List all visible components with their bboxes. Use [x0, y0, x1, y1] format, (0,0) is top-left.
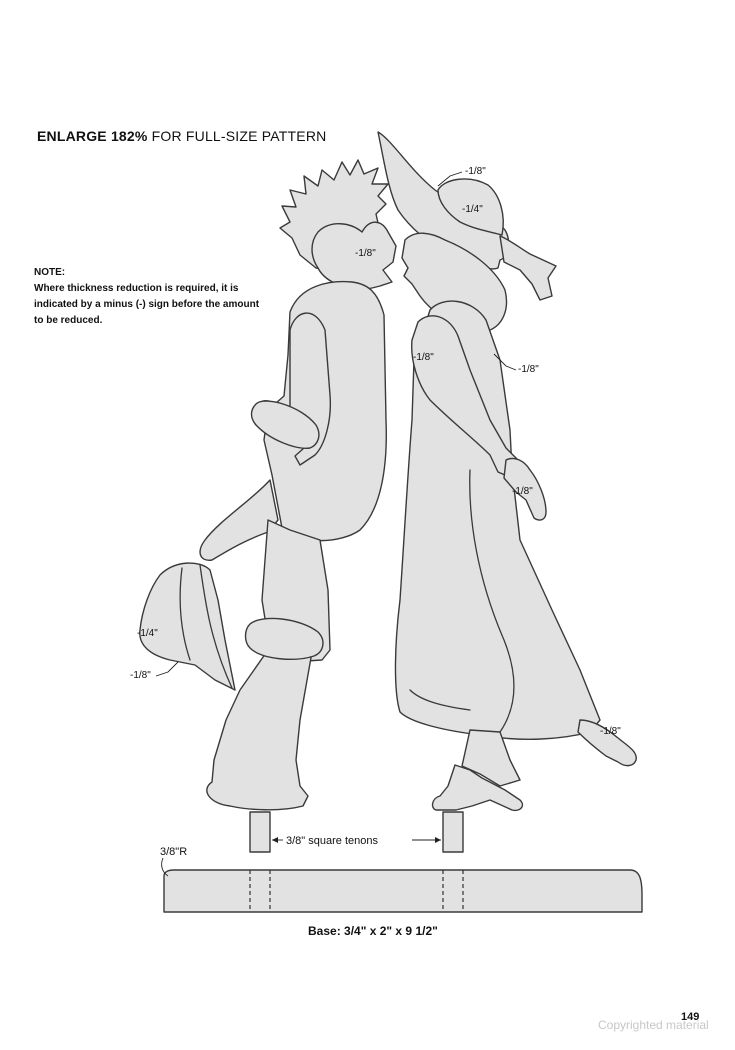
- label-hat-brim: -1/8": [465, 166, 486, 177]
- label-boy-head: -1/8": [355, 248, 376, 259]
- boy-knee-cuff: [244, 617, 324, 660]
- base-board: [163, 869, 643, 913]
- girl-tenon: [442, 811, 464, 853]
- girl-hat-crown: [437, 178, 504, 236]
- boy-cuff: [250, 400, 320, 449]
- base-label: Base: 3/4" x 2" x 9 1/2": [308, 924, 438, 938]
- radius-label: 3/8"R: [160, 846, 187, 858]
- leader-boy-hat: [155, 661, 179, 677]
- label-boy-hat-b: -1/8": [130, 670, 151, 681]
- copyright-watermark: Copyrighted material: [598, 1018, 709, 1032]
- label-girl-arm-left: -1/8": [413, 352, 434, 363]
- page-number: 149: [681, 1011, 700, 1023]
- label-boy-hat-a: -1/4": [137, 628, 158, 639]
- label-girl-shoe: -1/8": [600, 726, 621, 737]
- boy-back-leg: [199, 479, 279, 561]
- boy-head: [311, 221, 397, 290]
- note-box: NOTE: Where thickness reduction is requi…: [34, 265, 264, 329]
- note-title: NOTE:: [34, 267, 66, 278]
- label-girl-hand: -1/8": [512, 486, 533, 497]
- leader-hat-brim: [437, 171, 463, 187]
- leader-girl-arm: [493, 353, 517, 371]
- boy-hat: [139, 562, 236, 691]
- girl-shoe: [431, 764, 524, 812]
- girl-foot-lifted: [577, 719, 637, 767]
- boy-boot: [206, 649, 313, 811]
- girl-leg: [461, 729, 521, 787]
- pattern-heading: ENLARGE 182% FOR FULL-SIZE PATTERN: [37, 128, 326, 144]
- tenons-label: 3/8" square tenons: [286, 835, 378, 847]
- girl-ribbon: [499, 235, 557, 301]
- label-girl-arm-right: -1/8": [518, 364, 539, 375]
- note-body: Where thickness reduction is required, i…: [34, 283, 260, 326]
- radius-leader: [161, 857, 169, 877]
- girl-arm: [410, 315, 524, 479]
- girl-hand: [503, 457, 547, 521]
- boy-tenon: [249, 811, 271, 853]
- enlarge-percent: ENLARGE 182%: [37, 128, 148, 144]
- heading-rest: FOR FULL-SIZE PATTERN: [147, 128, 327, 144]
- girl-head: [401, 232, 508, 331]
- label-hat-crown: -1/4": [462, 204, 483, 215]
